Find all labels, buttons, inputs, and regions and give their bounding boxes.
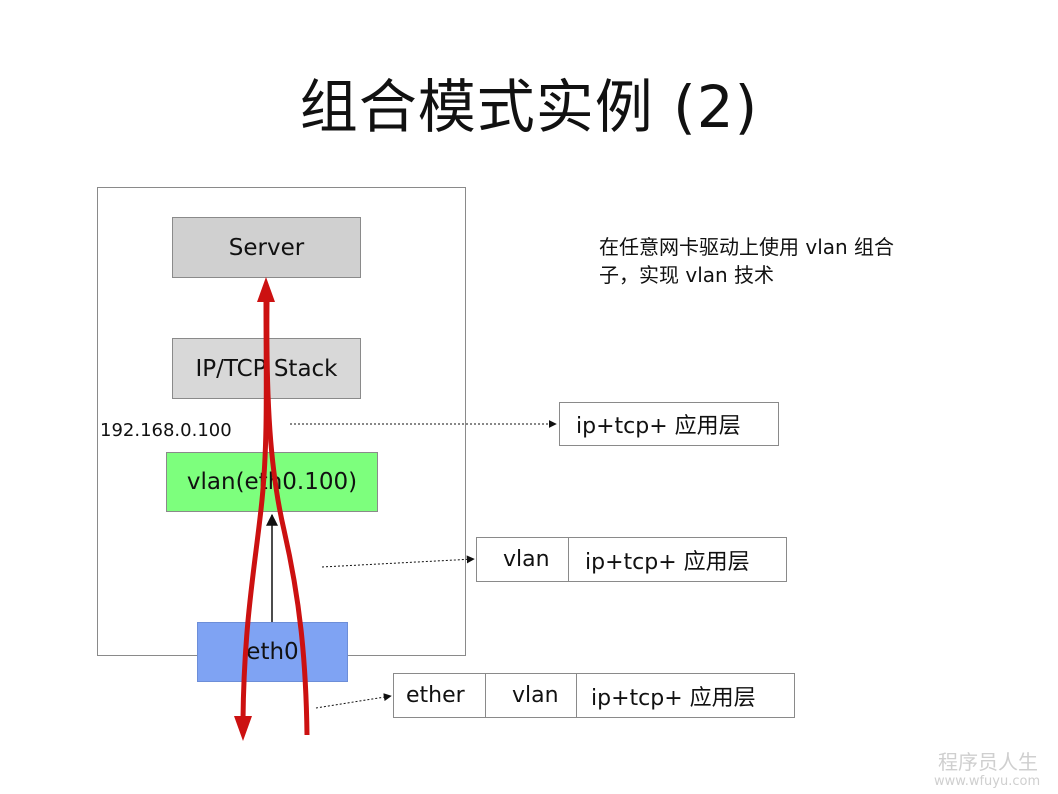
ether-frame-payload: ip+tcp+ 应用层 bbox=[576, 674, 794, 717]
app-frame-payload: ip+tcp+ 应用层 bbox=[576, 414, 741, 439]
vlan-frame: vlan ip+tcp+ 应用层 bbox=[476, 537, 787, 582]
ether-frame-pointer-arrow bbox=[315, 693, 392, 709]
description-text: 在任意网卡驱动上使用 vlan 组合 子，实现 vlan 技术 bbox=[599, 233, 894, 289]
description-line-2: 子，实现 vlan 技术 bbox=[599, 263, 775, 287]
app-layer-frame: ip+tcp+ 应用层 bbox=[559, 402, 779, 446]
watermark-name: 程序员人生 bbox=[938, 750, 1038, 774]
ip-address-label: 192.168.0.100 bbox=[100, 420, 232, 441]
eth0-box: eth0 bbox=[197, 622, 348, 682]
incoming-flow-line bbox=[264, 299, 310, 736]
server-label: Server bbox=[228, 234, 305, 261]
upward-arrowhead bbox=[257, 277, 275, 302]
server-box: Server bbox=[172, 217, 361, 278]
vlan-frame-tag: vlan bbox=[503, 547, 550, 572]
vlan-frame-pointer-arrow bbox=[321, 555, 475, 568]
eth0-label: eth0 bbox=[246, 639, 299, 665]
outgoing-flow-line bbox=[240, 299, 269, 721]
watermark-url: www.wfuyu.com bbox=[934, 774, 1041, 789]
ether-frame-tag: vlan bbox=[485, 674, 576, 717]
vlan-frame-payload: ip+tcp+ 应用层 bbox=[568, 538, 786, 581]
downward-arrowhead bbox=[234, 716, 252, 741]
page-title: 组合模式实例 (2) bbox=[299, 73, 759, 141]
ether-frame: ether vlan ip+tcp+ 应用层 bbox=[393, 673, 795, 718]
description-line-1: 在任意网卡驱动上使用 vlan 组合 bbox=[599, 235, 895, 259]
ether-frame-header: ether bbox=[406, 683, 465, 708]
